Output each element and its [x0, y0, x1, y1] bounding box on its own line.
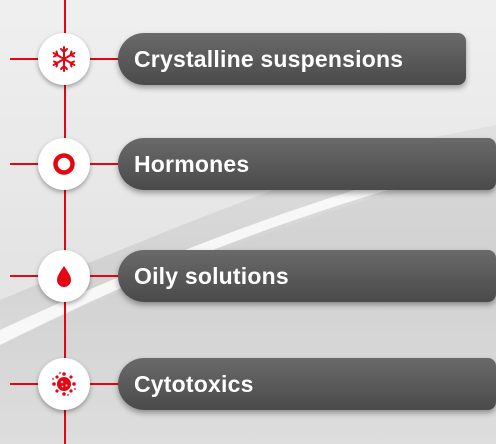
ring-icon [38, 138, 90, 190]
connector-right [90, 383, 126, 385]
list-item-oily-solutions: Oily solutions [0, 241, 496, 311]
connector-left [10, 163, 38, 165]
timeline-vertical-line [64, 0, 66, 444]
connector-right [90, 275, 126, 277]
virus-cell-icon [38, 358, 90, 410]
connector-left [10, 58, 38, 60]
droplet-icon [38, 250, 90, 302]
item-label: Oily solutions [134, 262, 289, 289]
connector-right [90, 163, 126, 165]
connector-left [10, 275, 38, 277]
list-item-hormones: Hormones [0, 129, 496, 199]
pill-label-cytotoxics: Cytotoxics [118, 358, 496, 410]
item-label: Hormones [134, 150, 250, 177]
connector-left [10, 383, 38, 385]
pill-label-oily-solutions: Oily solutions [118, 250, 496, 302]
connector-right [90, 58, 126, 60]
pill-label-crystalline-suspensions: Crystalline suspensions [118, 33, 466, 85]
snowflake-icon [38, 33, 90, 85]
pill-label-hormones: Hormones [118, 138, 496, 190]
item-label: Crystalline suspensions [134, 45, 404, 72]
list-item-crystalline-suspensions: Crystalline suspensions [0, 24, 496, 94]
list-item-cytotoxics: Cytotoxics [0, 349, 496, 419]
item-label: Cytotoxics [134, 370, 254, 397]
